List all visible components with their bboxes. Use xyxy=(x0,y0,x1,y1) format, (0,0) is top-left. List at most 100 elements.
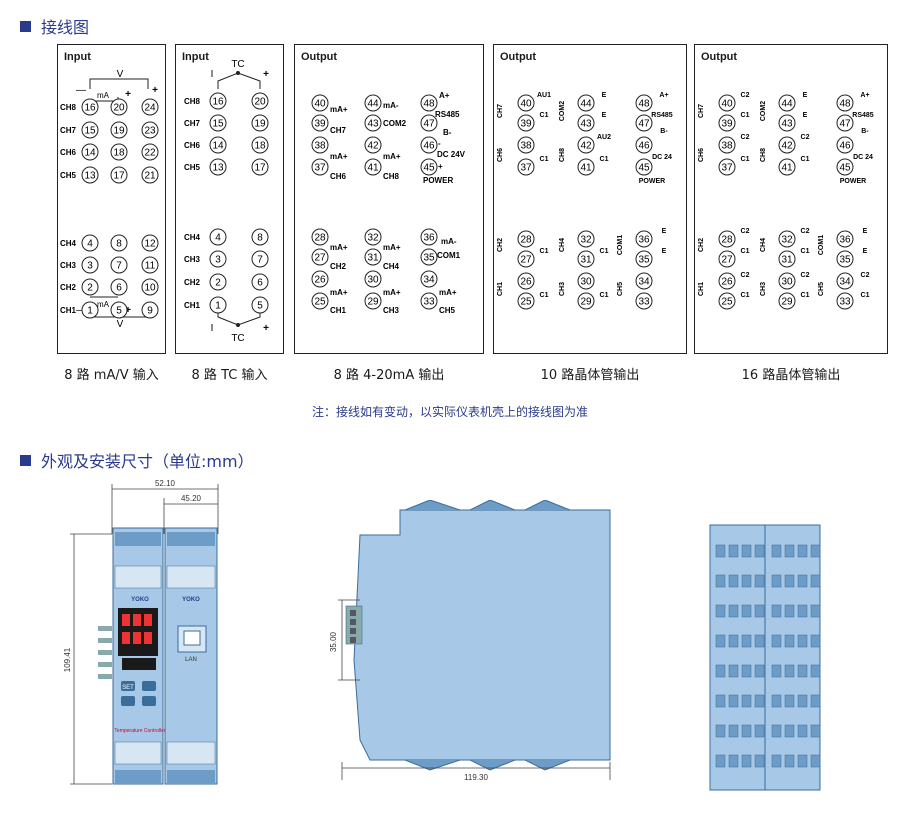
terminal-circle xyxy=(778,272,796,290)
dc24-label: DC 24 xyxy=(652,154,672,161)
terminal-number: 8 xyxy=(257,233,263,244)
terminal-number-circle xyxy=(420,292,438,310)
terminal-slot xyxy=(728,694,739,708)
terminal-slot xyxy=(771,634,782,648)
set-button[interactable] xyxy=(121,681,135,691)
terminal-number: 41 xyxy=(781,163,793,174)
terminal-slot xyxy=(797,754,808,768)
terminal-number: 14 xyxy=(84,148,96,159)
ma-plus-label: mA+ xyxy=(330,152,348,161)
c1-label: C1 xyxy=(861,292,870,299)
i-label-bottom: I xyxy=(211,323,214,334)
ch2-label: CH2 xyxy=(497,238,504,252)
terminal-number: 42 xyxy=(367,141,379,152)
terminal-number-circle xyxy=(251,92,269,110)
terminal-circle xyxy=(778,292,796,310)
terminal-slot xyxy=(784,604,795,618)
e-label: E xyxy=(602,112,607,119)
terminal-circle xyxy=(836,292,854,310)
terminal-slot xyxy=(771,574,782,588)
terminal-circle xyxy=(635,94,653,112)
terminal-circle xyxy=(635,136,653,154)
ch2-label: CH2 xyxy=(330,262,347,271)
terminal-slot xyxy=(741,544,752,558)
terminal-number-circle xyxy=(311,158,329,176)
terminal-number-circle xyxy=(209,296,227,314)
terminal-number: 36 xyxy=(423,233,435,244)
terminal-number: 47 xyxy=(638,119,650,130)
e-label: E xyxy=(863,248,868,255)
c2-label: C2 xyxy=(741,134,750,141)
terminal-number-circle xyxy=(81,278,99,296)
terminal-number-circle xyxy=(251,273,269,291)
wiring-diagram-ma-v: V mA — + + V mA — + + CH8162024CH7151923… xyxy=(60,69,159,330)
c1-label: C1 xyxy=(741,156,750,163)
terminal-number: 43 xyxy=(580,119,592,130)
terminal-number-circle xyxy=(141,121,159,139)
wiring-section-header: 接线图 xyxy=(20,14,89,38)
terminal-number-circle xyxy=(311,292,329,310)
terminal-slot xyxy=(728,724,739,738)
ch6-label: CH6 xyxy=(497,148,504,162)
terminal-number: 35 xyxy=(839,255,851,266)
i-label: I xyxy=(211,69,214,80)
terminal-slot xyxy=(754,634,765,648)
terminal-number: 18 xyxy=(113,148,125,159)
terminal-number: 26 xyxy=(520,277,532,288)
com1-label: COM1 xyxy=(818,235,825,255)
terminal-number: 20 xyxy=(254,97,266,108)
terminal-number: 36 xyxy=(839,235,851,246)
ch7-label: CH7 xyxy=(497,104,504,118)
terminal-slot xyxy=(784,694,795,708)
terminal-number-circle xyxy=(420,136,438,154)
terminal-number: 33 xyxy=(423,297,435,308)
terminal-number-circle xyxy=(209,92,227,110)
minus-label-bottom: — xyxy=(76,305,86,316)
terminal-number: 46 xyxy=(638,141,650,152)
c1-label: C1 xyxy=(540,248,549,255)
terminal-number: 20 xyxy=(113,103,125,114)
c2-label: C2 xyxy=(801,228,810,235)
terminal-number: 44 xyxy=(367,99,379,110)
terminal-slot xyxy=(728,574,739,588)
terminal-number: 32 xyxy=(367,233,379,244)
ma-label: mA xyxy=(97,91,110,100)
terminal-number: 29 xyxy=(580,297,592,308)
left-button[interactable] xyxy=(121,696,135,706)
terminal-number: 45 xyxy=(423,163,435,174)
channel-label: CH5 xyxy=(60,171,77,180)
c1-label: C1 xyxy=(540,292,549,299)
terminal-slot xyxy=(715,574,726,588)
terminal-number: 36 xyxy=(638,235,650,246)
terminal-number: 46 xyxy=(839,141,851,152)
terminal-number-circle xyxy=(420,248,438,266)
up-button[interactable] xyxy=(142,681,156,691)
ma-minus-label: mA- xyxy=(383,101,399,110)
ma-minus-label: mA- xyxy=(441,237,457,246)
b-minus-label: B- xyxy=(861,128,869,135)
terminal-number: 35 xyxy=(638,255,650,266)
terminal-slot xyxy=(741,754,752,768)
dim-width-total: 52.10 xyxy=(155,479,176,488)
terminal-slot xyxy=(728,634,739,648)
terminal-slot xyxy=(728,664,739,678)
terminal-slot xyxy=(754,604,765,618)
terminal-circle xyxy=(635,158,653,176)
ch5-label: CH5 xyxy=(818,282,825,296)
terminal-number: 13 xyxy=(84,171,96,182)
terminal-number: 28 xyxy=(314,233,326,244)
ch5-label: CH5 xyxy=(617,282,624,296)
ch4-label: CH4 xyxy=(760,238,767,252)
channel-label: CH3 xyxy=(184,255,201,264)
channel-label: CH8 xyxy=(60,103,77,112)
terminal-number: 28 xyxy=(520,235,532,246)
terminal-slot xyxy=(784,724,795,738)
terminal-number-circle xyxy=(81,166,99,184)
wiring-note: 注：接线如有变动，以实际仪表机壳上的接线图为准 xyxy=(311,405,588,419)
down-button[interactable] xyxy=(142,696,156,706)
c1-label: C1 xyxy=(540,156,549,163)
terminal-number-circle xyxy=(81,301,99,319)
c1-label: C1 xyxy=(801,156,810,163)
